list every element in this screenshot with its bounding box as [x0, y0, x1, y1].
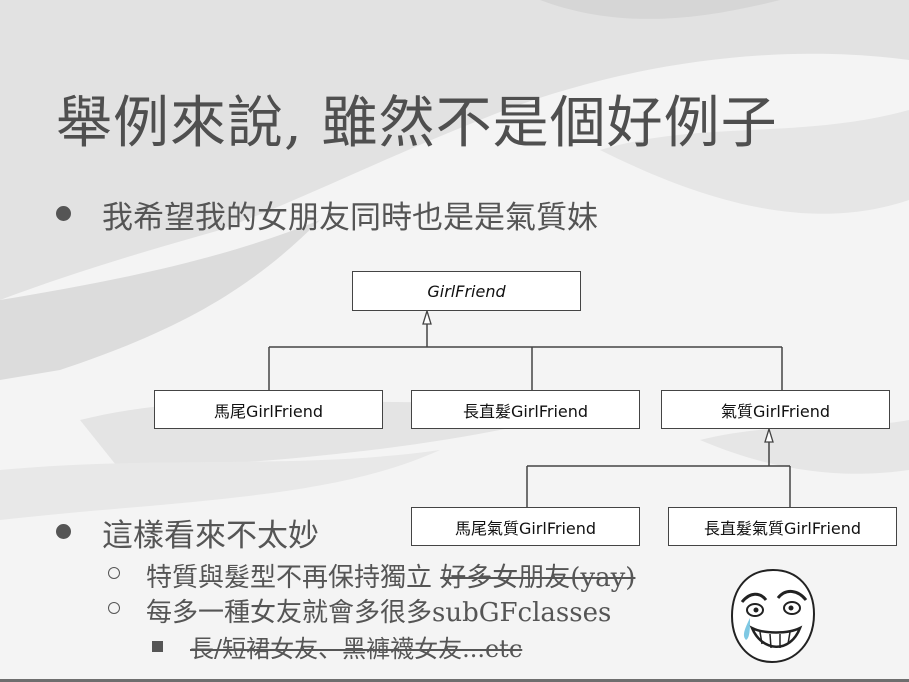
- sub-bullet-subclasses: 每多一種女友就會多很多subGFclasses: [108, 592, 728, 628]
- bullet-square-icon: [152, 641, 163, 652]
- class-box-girlfriend: GirlFriend: [352, 271, 581, 311]
- struck-skirt-stockings-text: 長/短裙女友、黑褲襪女友...etc: [190, 635, 523, 663]
- bullet-disc-icon: [56, 206, 71, 221]
- sub-bullet-independence: 特質與髮型不再保持獨立 好多女朋友(yay): [108, 557, 728, 594]
- bullet-circle-icon: [108, 602, 120, 614]
- bullet-wish: 我希望我的女朋友同時也是是氣質妹: [56, 192, 756, 236]
- class-box-longhair-girlfriend: 長直髮GirlFriend: [411, 390, 640, 429]
- happy-tears-face-icon: [730, 568, 816, 664]
- struck-many-girlfriends: 好多女朋友(yay): [440, 563, 636, 593]
- class-box-elegant-girlfriend: 氣質GirlFriend: [661, 390, 890, 429]
- bullet-circle-icon: [108, 567, 120, 579]
- class-box-longhair-elegant-girlfriend: 長直髮氣質GirlFriend: [668, 507, 897, 546]
- sub-bullet-subclasses-text: 每多一種女友就會多很多subGFclasses: [146, 598, 612, 628]
- bullet-not-good-text: 這樣看來不太妙: [102, 518, 319, 554]
- bullet-wish-text: 我希望我的女朋友同時也是是氣質妹: [102, 200, 598, 236]
- inheritance-arrow-root: [422, 308, 432, 325]
- independence-text: 特質與髮型不再保持獨立: [146, 563, 441, 593]
- bullet-not-good: 這樣看來不太妙: [56, 510, 396, 554]
- inheritance-arrow-elegant: [764, 426, 774, 443]
- bullet-disc-icon: [56, 524, 71, 539]
- sub-bullet-independence-text: 特質與髮型不再保持獨立 好多女朋友(yay): [146, 557, 635, 594]
- slide-title: 舉例來說, 雖然不是個好例子: [56, 91, 778, 156]
- class-box-ponytail-girlfriend: 馬尾GirlFriend: [154, 390, 383, 429]
- class-box-ponytail-elegant-girlfriend: 馬尾氣質GirlFriend: [411, 507, 640, 546]
- sub-sub-bullet-skirt: 長/短裙女友、黑褲襪女友...etc: [152, 629, 622, 663]
